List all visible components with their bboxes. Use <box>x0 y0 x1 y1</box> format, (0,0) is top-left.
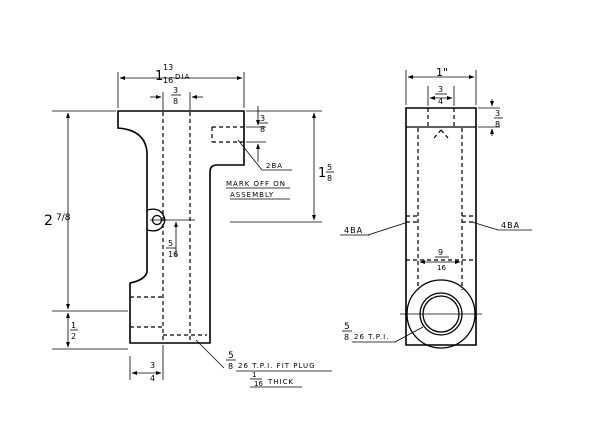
side-den: 8 <box>327 174 332 183</box>
tap-4ba-right-label: 4BA <box>501 221 520 230</box>
mark-off-line-1: MARK OFF ON <box>226 180 286 188</box>
plug-note: 26 T.P.I. FIT PLUG <box>238 362 316 370</box>
dim-end-width: 1" <box>405 66 477 105</box>
top-hole-num: 3 <box>260 114 265 123</box>
plug-den: 8 <box>228 362 233 371</box>
note-4ba: 4BA 4BA <box>340 221 532 236</box>
tap-4ba-left-label: 4BA <box>344 226 363 235</box>
dim-top-hole: 3 8 <box>246 106 268 162</box>
end-top-chamfer-left <box>433 129 442 139</box>
plug-thick-text: THICK <box>267 378 294 386</box>
note-thread: 5 8 26 T.P.I. <box>342 322 424 343</box>
bore-num: 3 <box>173 86 178 95</box>
base-den: 4 <box>150 374 155 383</box>
end-top-chamfer-right <box>440 129 449 139</box>
dim-end-inner: 9 16 <box>419 248 461 272</box>
dim-bore: 3 8 <box>150 86 203 110</box>
end-inner-den: 16 <box>437 264 446 272</box>
note-plug: 5 8 26 T.P.I. FIT PLUG 1 16 THICK <box>195 339 332 388</box>
small-hole-num: 5 <box>168 239 173 248</box>
bottom-den: 2 <box>71 332 76 341</box>
top-hole-den: 8 <box>260 125 265 134</box>
dim-side: 1 5 8 <box>230 110 334 223</box>
overall-width-whole: 1 <box>155 69 163 84</box>
mark-off-line-2: ASSEMBLY <box>230 191 274 199</box>
end-inner-num: 9 <box>438 248 443 257</box>
side-whole: 1 <box>318 166 326 181</box>
dim-end-top: 3 4 <box>427 85 455 106</box>
bottom-num: 1 <box>71 321 76 330</box>
thread-note: 26 T.P.I. <box>354 333 389 341</box>
dim-overall-width: 1 13 16 DIA <box>117 63 245 108</box>
bore-den: 8 <box>173 97 178 106</box>
front-view-outline <box>117 110 245 344</box>
dim-small-hole: 5 16 <box>166 221 178 259</box>
thread-den: 8 <box>344 333 349 342</box>
plug-num: 5 <box>228 351 234 361</box>
thread-num: 5 <box>344 322 350 332</box>
height-whole: 2 <box>44 213 53 229</box>
front-view <box>117 110 245 344</box>
side-num: 5 <box>327 163 332 172</box>
height-frac: 7/8 <box>56 213 71 223</box>
overall-width-num: 13 <box>163 63 173 72</box>
plug-thick-num: 1 <box>252 371 256 379</box>
end-top-den: 4 <box>438 97 443 106</box>
small-hole-den: 16 <box>168 250 178 259</box>
dim-base: 3 4 <box>129 345 164 383</box>
base-num: 3 <box>150 361 155 370</box>
end-top-num: 3 <box>438 85 443 94</box>
end-width-label: 1" <box>436 66 448 79</box>
tap-2ba-label: 2BA <box>266 162 283 170</box>
overall-width-suffix: DIA <box>175 73 190 81</box>
end-view <box>400 107 482 349</box>
end-right-den: 8 <box>495 120 500 129</box>
dim-height: 2 7/8 <box>44 110 128 312</box>
plug-thick-den: 16 <box>254 380 263 388</box>
end-view-outline <box>405 107 477 346</box>
end-right-num: 3 <box>495 109 500 118</box>
note-2ba: 2BA MARK OFF ON ASSEMBLY <box>226 139 292 200</box>
overall-width-den: 16 <box>163 76 173 85</box>
dim-end-right: 3 8 <box>478 99 503 136</box>
dim-bottom: 1 2 <box>52 312 128 350</box>
